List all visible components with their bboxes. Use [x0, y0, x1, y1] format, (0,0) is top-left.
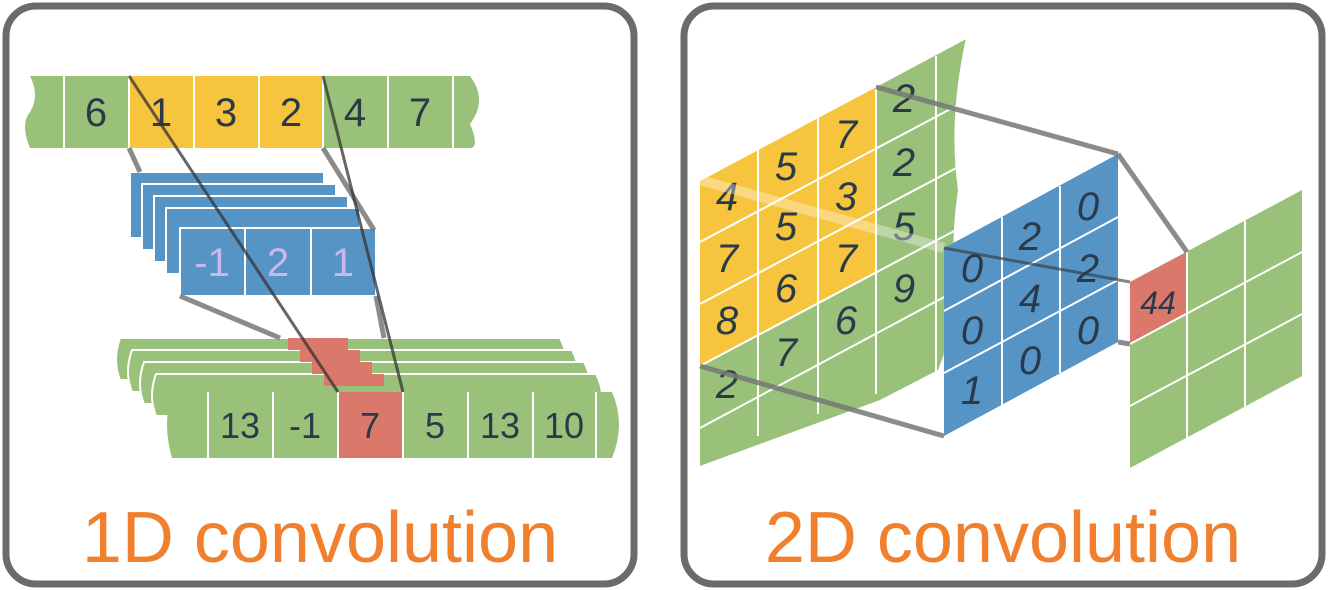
kernel-cell: 1: [332, 241, 354, 285]
kernel-cell: 0: [1019, 339, 1041, 383]
kernel-cell: 4: [1019, 277, 1041, 321]
connector-lines-1d: [126, 146, 387, 341]
output-cell: 10: [544, 405, 584, 446]
input-cell: 9: [893, 267, 915, 311]
output-cell: -1: [289, 405, 321, 446]
kernel-cell: -1: [194, 241, 230, 285]
input-cell: 5: [775, 205, 798, 249]
kernel-1d: -1 2 1: [179, 227, 377, 297]
input-cell: 7: [775, 331, 799, 375]
input-cell: 2: [892, 141, 915, 185]
input-cell: 3: [835, 175, 857, 219]
input-cell: 6: [775, 267, 798, 311]
input-cell: 3: [215, 91, 237, 135]
caption-2d: 2D convolution: [765, 498, 1241, 578]
kernel-cell: 2: [1076, 247, 1099, 291]
input-cell: 8: [716, 299, 739, 343]
input-cell: 5: [775, 145, 798, 189]
input-cell: 4: [716, 175, 738, 219]
kernel-cell: 0: [1077, 185, 1099, 229]
output-cell: 13: [220, 405, 260, 446]
output-cell: 5: [425, 405, 445, 446]
input-cell: 4: [344, 91, 366, 135]
output-strip-1d: 13 -1 7 5 13 10: [167, 392, 619, 458]
kernel-cell: 1: [961, 369, 983, 413]
output-plane-2d: 44: [1129, 190, 1303, 468]
input-cell: 6: [85, 91, 107, 135]
output-cell: 13: [480, 405, 520, 446]
kernel-cell: 0: [1077, 309, 1099, 353]
input-cell: 5: [893, 205, 916, 249]
input-strip-1d: 6 1 3 2 4 7: [25, 76, 479, 148]
connector-lines-2d: [699, 84, 1190, 439]
kernel-plane-2d: 0 2 0 0 4 2 1 0 0: [943, 154, 1119, 436]
kernel-cell: 2: [1018, 215, 1041, 259]
output-cell: 44: [1140, 285, 1176, 321]
input-cell: 7: [409, 91, 431, 135]
output-cell: 7: [360, 405, 380, 446]
kernel-cell: 0: [961, 247, 983, 291]
input-cell: 2: [892, 77, 915, 121]
input-cell: 7: [835, 237, 859, 281]
input-cell: 7: [835, 113, 859, 157]
input-cell: 6: [835, 299, 858, 343]
input-plane-2d: 2 4 5 7 2 7 5 3 5 8 6 7 9 2 7 6: [699, 37, 967, 466]
input-cell: 1: [150, 91, 172, 135]
input-cell: 2: [280, 91, 302, 135]
kernel-cell: 0: [961, 309, 983, 353]
caption-1d: 1D convolution: [82, 498, 558, 578]
kernel-cell: 2: [267, 241, 289, 285]
input-cell: 7: [716, 237, 740, 281]
